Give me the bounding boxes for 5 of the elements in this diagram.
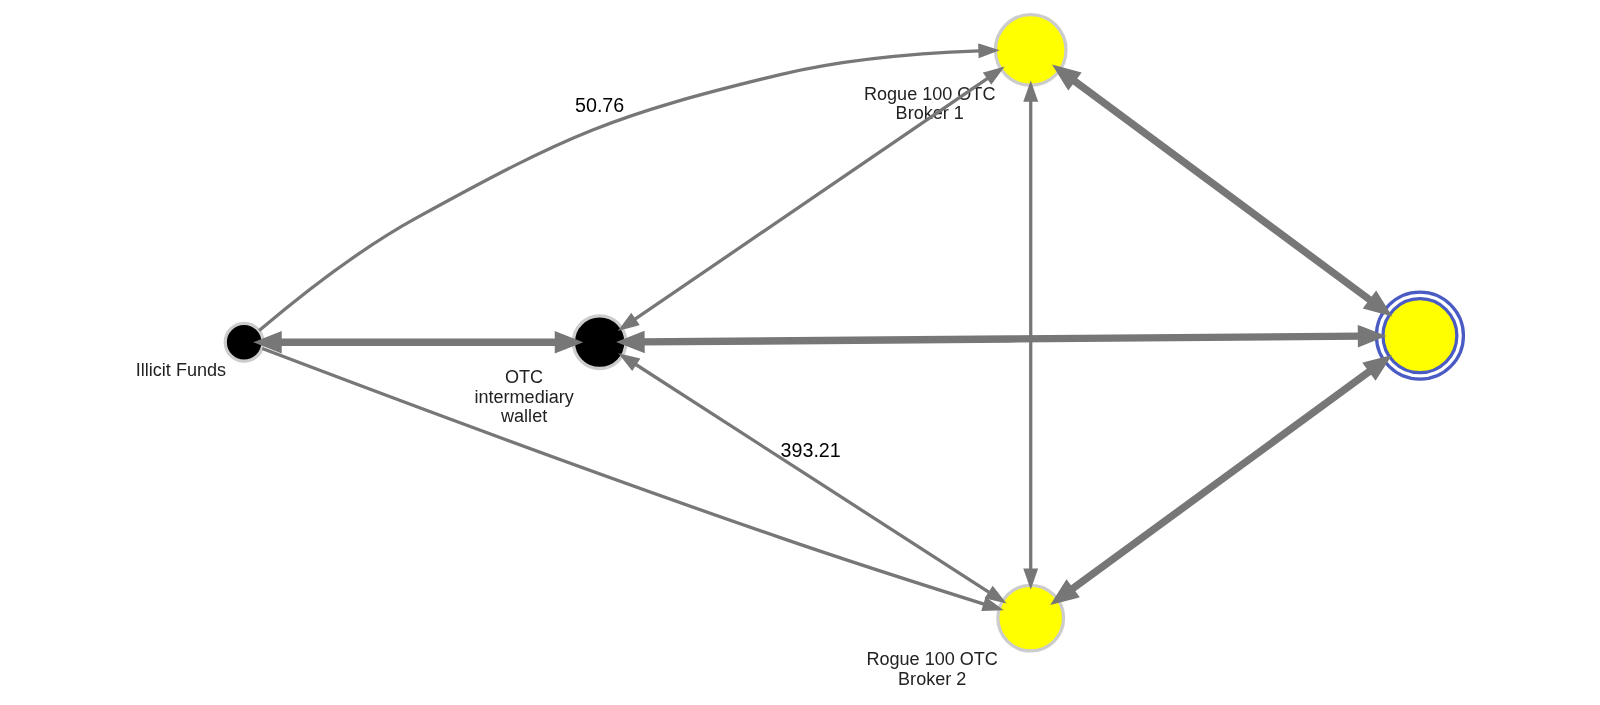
node-label: Rogue 100 OTC Broker 2 xyxy=(866,649,998,690)
edge-label: 50.76 xyxy=(575,93,625,116)
node-label: Illicit Funds xyxy=(135,359,227,380)
edge-label: 393.21 xyxy=(780,438,841,461)
node-label: OTC intermediary wallet xyxy=(474,366,574,427)
